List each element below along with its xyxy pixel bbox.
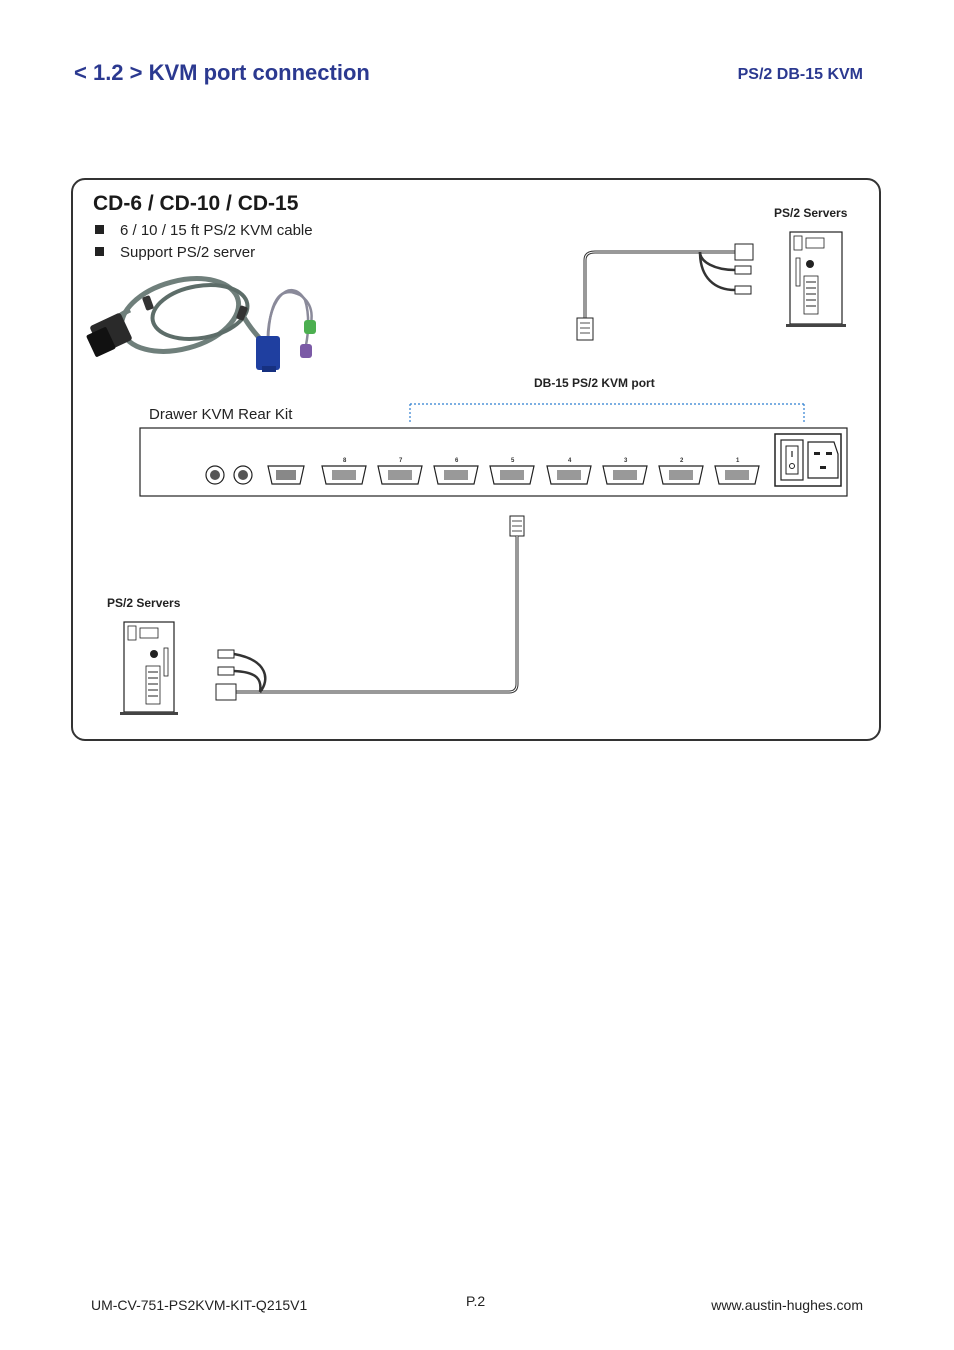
bottom-server-label: PS/2 Servers <box>107 596 181 610</box>
footer-website: www.austin-hughes.com <box>711 1297 863 1313</box>
kvm-cable-photo <box>86 276 316 372</box>
rear-kit-panel: 8 7 6 5 4 3 2 1 <box>139 427 848 497</box>
port-number: 1 <box>736 458 740 464</box>
bullet-icon <box>95 247 104 256</box>
footer-doc-code: UM-CV-751-PS2KVM-KIT-Q215V1 <box>91 1297 308 1313</box>
port-number: 2 <box>680 458 684 464</box>
feature-item: 6 / 10 / 15 ft PS/2 KVM cable <box>95 220 313 242</box>
feature-list: 6 / 10 / 15 ft PS/2 KVM cable Support PS… <box>95 220 313 264</box>
bottom-cable <box>215 515 525 701</box>
top-server <box>786 231 846 327</box>
port-number: 7 <box>399 458 403 464</box>
feature-text: Support PS/2 server <box>120 244 256 261</box>
section-tag: PS/2 DB-15 KVM <box>737 66 863 83</box>
page-title: < 1.2 > KVM port connection <box>74 60 370 85</box>
connection-panel <box>71 178 881 741</box>
port-number: 5 <box>511 458 515 464</box>
port-number: 6 <box>455 458 459 464</box>
kvm-port-bracket <box>409 403 805 422</box>
bullet-icon <box>95 225 104 234</box>
port-number: 8 <box>343 458 347 464</box>
port-number: 3 <box>624 458 628 464</box>
kvm-port-label: DB-15 PS/2 KVM port <box>534 376 655 390</box>
model-title: CD-6 / CD-10 / CD-15 <box>93 192 299 215</box>
top-server-label: PS/2 Servers <box>774 206 848 220</box>
power-inlet <box>774 433 842 487</box>
feature-text: 6 / 10 / 15 ft PS/2 KVM cable <box>120 222 313 239</box>
port-number: 4 <box>568 458 572 464</box>
kvm-port-row: 8 7 6 5 4 3 2 1 <box>321 458 760 485</box>
bottom-server <box>120 621 178 715</box>
footer-page-number: P.2 <box>466 1293 486 1309</box>
top-cable <box>576 243 754 341</box>
rear-kit-label: Drawer KVM Rear Kit <box>149 406 293 423</box>
feature-item: Support PS/2 server <box>95 242 313 264</box>
